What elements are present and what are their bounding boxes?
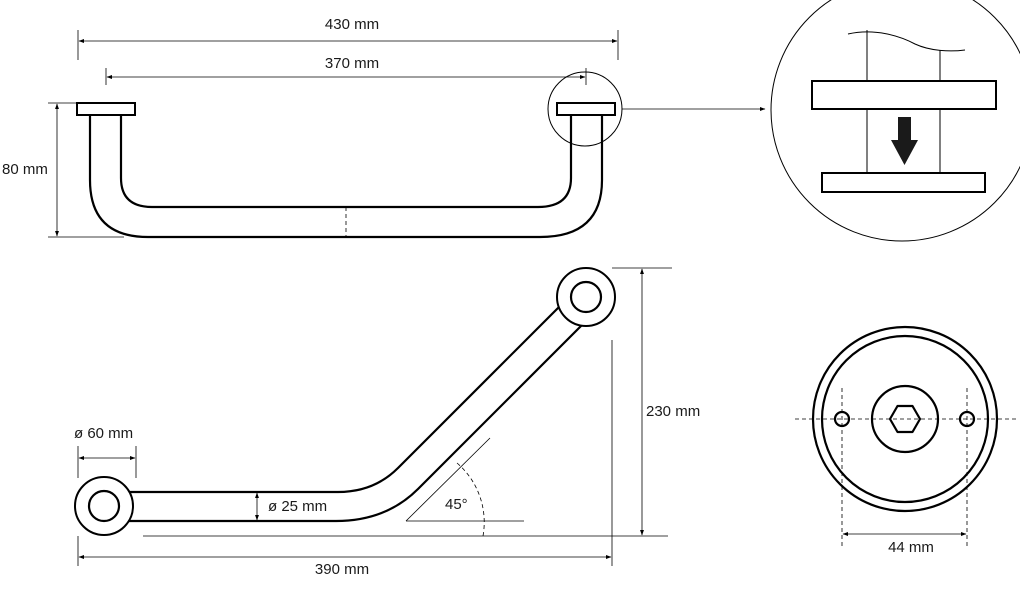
break-line (847, 31, 966, 52)
angled-bar-lower-outline (102, 317, 590, 523)
center-distance-label: 370 mm (325, 55, 379, 72)
detail-lower-plate (821, 172, 986, 193)
overall-length-label: 430 mm (325, 16, 379, 33)
angle-label: 45° (445, 496, 468, 513)
front-view: 45° ø 60 mm ø 25 mm 230 mm 390 mm (74, 267, 700, 578)
flange-diameter-label: ø 60 mm (74, 425, 133, 442)
detail-view-circle (770, 0, 1020, 242)
angled-height-label: 230 mm (646, 403, 700, 420)
angled-bar-upper-outline (102, 298, 568, 494)
left-wall-flange (76, 102, 136, 116)
top-view: 430 mm 370 mm 80 mm (2, 16, 766, 239)
right-wall-flange (556, 102, 616, 116)
hexagon-icon (888, 404, 922, 434)
right-round-flange (556, 267, 616, 327)
detail-view (770, 0, 1020, 242)
flange-view: 44 mm (795, 325, 1018, 556)
detail-upper-plate (811, 80, 997, 110)
angled-length-label: 390 mm (315, 561, 369, 578)
arrow-down-icon (891, 117, 918, 165)
tube-diameter-label: ø 25 mm (268, 498, 327, 515)
grab-bar-outer-outline (88, 113, 604, 239)
grab-bar-inner-outline (119, 113, 573, 209)
hole-spacing-label: 44 mm (888, 539, 934, 556)
angle-arc (456, 462, 485, 537)
left-round-flange (74, 476, 134, 536)
depth-label: 80 mm (2, 161, 48, 178)
